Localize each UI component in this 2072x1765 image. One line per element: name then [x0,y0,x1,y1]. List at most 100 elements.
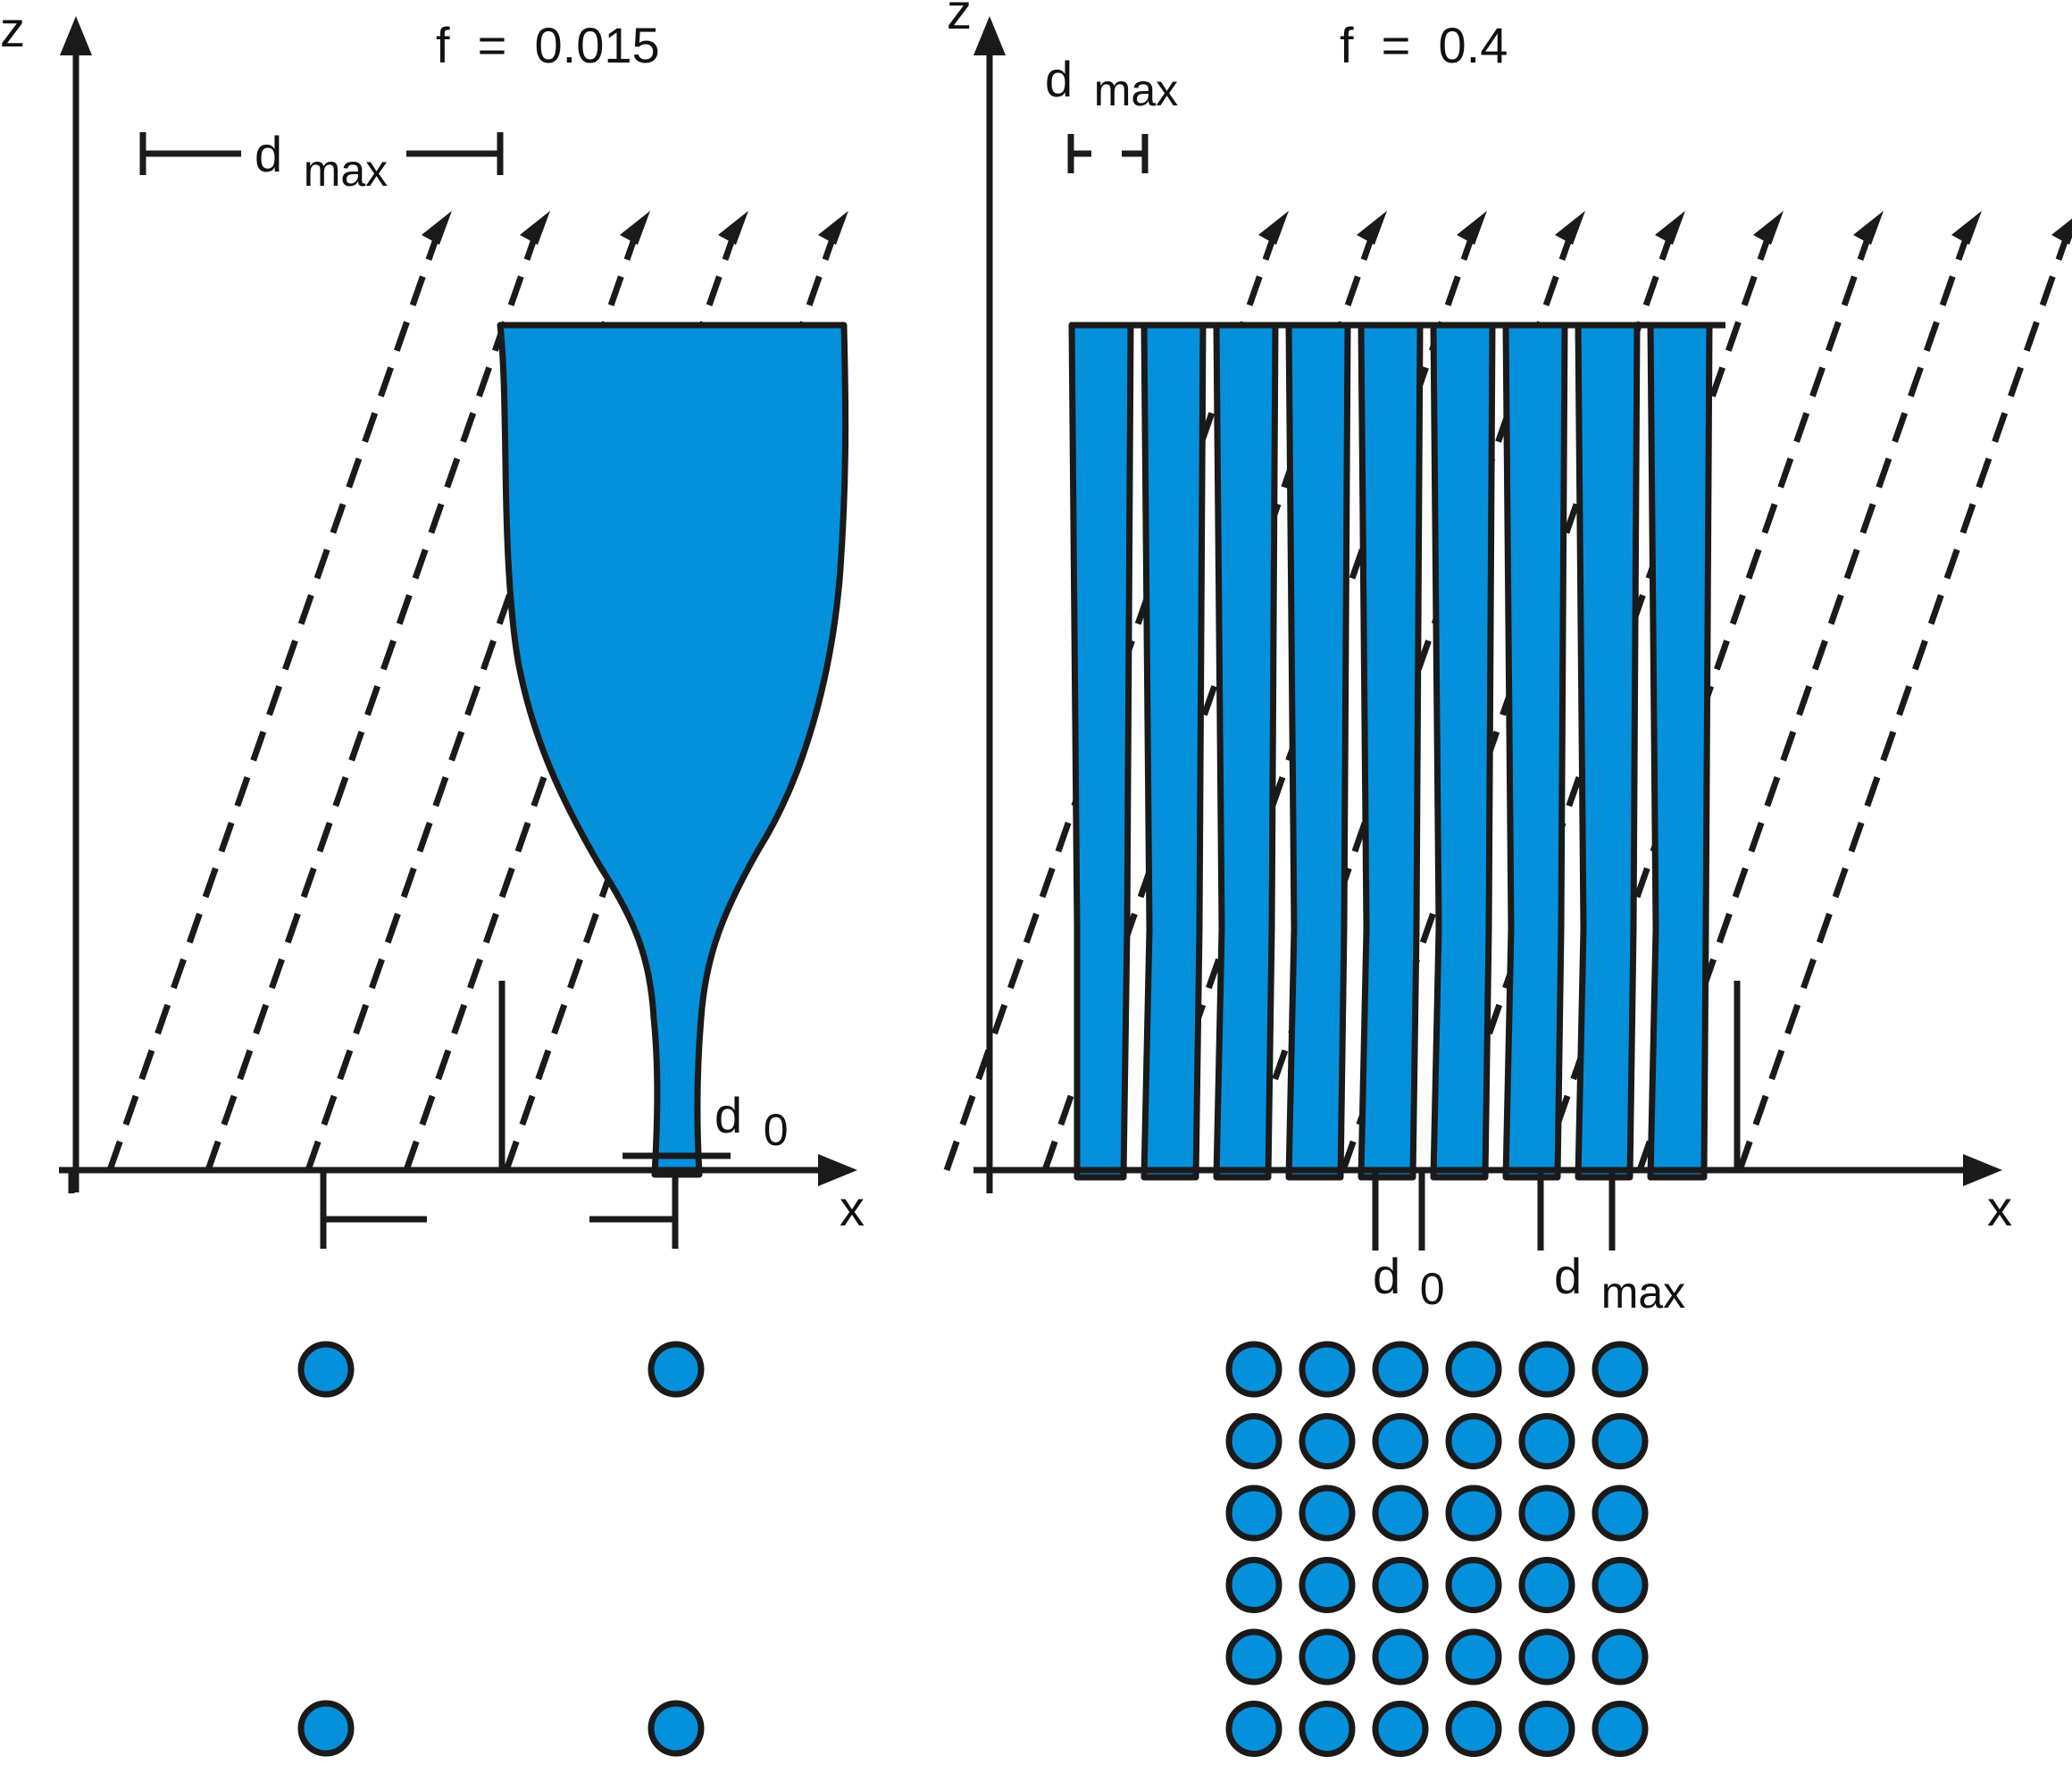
right-dot [1299,1701,1356,1757]
left-dmax-label: d max [255,126,388,196]
left-dmax-bracket [139,132,504,175]
right-dmax-top-label: d max [1045,51,1178,115]
left-dmax-label-sub: max [304,146,388,196]
right-dot [1445,1701,1502,1757]
left-dot [648,1341,705,1398]
right-dot [1225,1557,1282,1613]
right-dot [1225,1485,1282,1542]
left-panel: z x f = 0.015 d max d 0 [0,1,865,1757]
right-column [1068,322,1134,1181]
right-panel: z x f = 0.4 d max d 0 d max [943,0,2072,1757]
right-column [1285,322,1351,1181]
right-dmax-bottom-label-main: d [1554,1248,1582,1304]
left-x-axis-arrowhead [818,1154,857,1186]
right-x-axis-arrowhead [1963,1154,2002,1186]
right-dot [1299,1557,1356,1613]
left-x-axis-label: x [840,1180,865,1236]
left-d0-label-sub: 0 [764,1105,789,1155]
right-dot [1518,1701,1575,1757]
right-dot-grid [1225,1341,1649,1757]
right-arrowhead-4 [1555,211,1585,245]
left-arrowhead-5 [818,211,848,245]
right-arrowhead-2 [1357,211,1387,245]
right-dot [1225,1413,1282,1469]
right-dot [1372,1557,1429,1613]
right-dot [1518,1557,1575,1613]
left-arrowhead-1 [422,211,452,245]
right-dot [1225,1701,1282,1757]
right-dot [1225,1628,1282,1686]
left-d0-label: d 0 [714,1087,789,1155]
right-dmax-top-label-sub: max [1094,65,1178,115]
left-dot [297,1700,355,1757]
right-dot [1445,1341,1502,1398]
right-dot [1372,1341,1429,1398]
right-bottom-ticks [1372,1170,1616,1251]
right-dot [1445,1413,1502,1469]
right-column [1140,322,1207,1181]
right-dot [1299,1485,1356,1542]
left-d0-label-main: d [714,1087,742,1143]
right-dmax-bracket [1067,134,1149,173]
right-panel-title: f = 0.4 [1340,17,1508,73]
right-dot [1225,1341,1282,1398]
right-dot [1445,1485,1502,1542]
right-column [1213,322,1279,1181]
left-arrowhead-2 [520,211,550,245]
right-dot [1592,1628,1649,1686]
right-dot [1372,1485,1429,1542]
right-arrowhead-6 [1753,211,1784,245]
right-arrowhead-3 [1457,211,1487,245]
left-panel-title: f = 0.015 [436,17,660,73]
right-arrowhead-9 [2051,218,2072,245]
right-arrowhead-7 [1853,211,1884,245]
right-dot [1592,1413,1649,1469]
left-z-axis-label: z [0,1,25,57]
right-d0-label: d 0 [1373,1248,1445,1314]
right-dot [1518,1341,1575,1398]
left-dmax-label-main: d [255,126,282,182]
right-trajectory-9 [1736,232,2071,1172]
right-arrowhead-8 [1951,211,1982,245]
left-dot [648,1700,705,1757]
right-d0-label-main: d [1373,1248,1400,1304]
right-trajectory-arrowheads [1258,211,2072,245]
left-trajectory-arrowheads [422,211,848,245]
left-arrowhead-4 [718,211,748,245]
left-arrowhead-3 [620,211,650,245]
right-x-axis-label: x [1987,1180,2012,1236]
right-dmax-bottom-label-sub: max [1601,1267,1685,1317]
right-dmax-top-label-main: d [1045,51,1073,107]
right-z-axis-arrowhead [973,16,1006,55]
right-arrowhead-5 [1655,211,1685,245]
right-column [1502,322,1568,1181]
right-dot [1299,1341,1356,1398]
right-dot [1445,1628,1502,1686]
right-z-axis-label: z [947,0,972,39]
right-column [1358,322,1424,1181]
right-dot [1592,1485,1649,1542]
right-dot [1518,1485,1575,1542]
left-column-shape [497,322,849,1178]
right-dot [1299,1628,1356,1686]
left-trajectory-1 [106,232,441,1172]
right-column [1575,322,1641,1181]
right-column [1647,322,1713,1181]
left-trajectory-2 [205,232,539,1172]
left-z-axis-arrowhead [60,16,92,55]
right-arrowhead-1 [1258,211,1289,245]
right-dot [1372,1701,1429,1757]
right-dot [1592,1557,1649,1613]
left-dot [297,1341,355,1398]
right-dmax-bottom-label: d max [1554,1248,1685,1317]
right-d0-label-sub: 0 [1420,1264,1445,1314]
right-dot [1518,1413,1575,1469]
right-dot [1372,1628,1429,1686]
left-spacing-brackets [320,1170,679,1249]
right-column [1430,322,1496,1181]
right-dot [1592,1341,1649,1398]
right-dot [1372,1413,1429,1469]
right-dot [1592,1701,1649,1757]
